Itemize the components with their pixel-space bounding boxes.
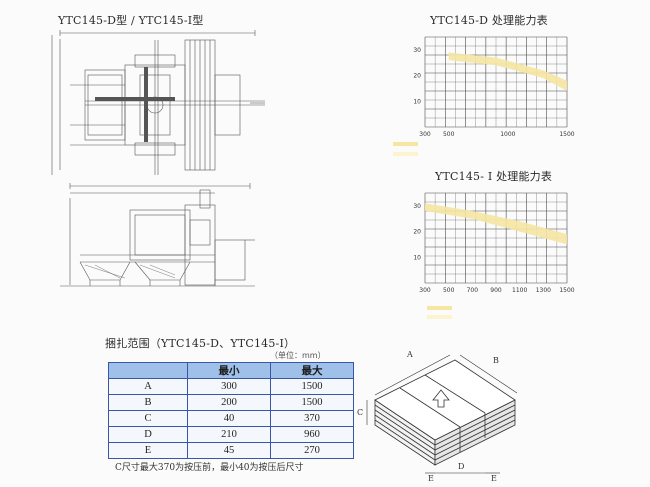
- spec-note: C尺寸最大370为按压前，最小40为按压后尺寸: [115, 463, 304, 473]
- table-row: B 200 1500: [108, 394, 354, 411]
- dim-label-e-2: E: [491, 474, 497, 483]
- y-tick-label: 10: [413, 98, 421, 105]
- row-label: E: [108, 442, 188, 459]
- row-max: 270: [270, 442, 354, 459]
- spec-header-min: 最小: [187, 362, 271, 379]
- chart-i-legend-swatch-2: [427, 315, 452, 319]
- x-tick-label: 500: [443, 287, 455, 294]
- x-tick-label: 300: [419, 131, 431, 138]
- x-tick-label: 1500: [559, 131, 574, 138]
- capacity-band: [448, 52, 567, 91]
- x-tick-label: 1000: [500, 131, 515, 138]
- dim-label-e-1: E: [428, 474, 434, 483]
- x-tick-label: 1100: [512, 287, 527, 294]
- y-tick-label: 30: [413, 47, 421, 54]
- table-row: E 45 270: [108, 442, 354, 459]
- dim-label-b: B: [493, 356, 499, 365]
- y-tick-label: 10: [413, 254, 421, 261]
- dim-label-c: C: [357, 408, 363, 417]
- chart-i-x-ticks: 300 500 700 900 1100 1300 1500: [419, 287, 575, 294]
- row-label: B: [108, 394, 188, 411]
- spec-table: 最小 最大 A 300 1500 B 200 1500 C 40 370 D 2…: [108, 362, 354, 459]
- row-max: 370: [270, 410, 354, 427]
- row-min: 200: [187, 394, 271, 411]
- spec-header-row: 最小 最大: [108, 362, 354, 379]
- machine-top-view-drawing: [51, 30, 265, 175]
- chart-i-title: YTC145- I 处理能力表: [435, 170, 553, 183]
- y-tick-label: 30: [413, 203, 421, 210]
- spec-unit: （单位：mm）: [270, 351, 326, 360]
- x-tick-label: 900: [490, 287, 502, 294]
- chart-d-title: YTC145-D 处理能力表: [430, 14, 548, 27]
- table-row: A 300 1500: [108, 378, 354, 395]
- machine-title: YTC145-D型 / YTC145-I型: [58, 14, 204, 27]
- spec-title: 捆扎范围（YTC145-D、YTC145-I）: [105, 337, 296, 350]
- x-tick-label: 300: [419, 287, 431, 294]
- chart-d-y-ticks: 30 20 10: [413, 47, 421, 105]
- capacity-band: [425, 203, 567, 245]
- chart-i: 300 500 700 900 1100 1300 1500 30 20 10: [413, 192, 575, 319]
- chart-d-grid: [424, 36, 568, 128]
- x-tick-label: 1300: [536, 287, 551, 294]
- chart-i-y-ticks: 30 20 10: [413, 203, 421, 261]
- chart-d: 300 500 1000 1500 30 20 10: [393, 36, 575, 156]
- row-label: A: [108, 378, 188, 395]
- table-row: C 40 370: [108, 410, 354, 427]
- row-max: 1500: [270, 378, 354, 395]
- dim-label-a: A: [406, 350, 413, 359]
- chart-d-band: [448, 52, 567, 91]
- y-tick-label: 20: [413, 73, 421, 80]
- table-row: D 210 960: [108, 426, 354, 443]
- chart-i-band: [425, 203, 567, 245]
- row-max: 1500: [270, 394, 354, 411]
- dim-label-d: D: [458, 462, 464, 471]
- chart-d-x-ticks: 300 500 1000 1500: [419, 131, 575, 138]
- chart-i-legend-swatch-1: [427, 306, 452, 310]
- row-min: 300: [187, 378, 271, 395]
- row-min: 40: [187, 410, 271, 427]
- bundle-diagram: A B C D E E: [357, 350, 518, 483]
- row-min: 45: [187, 442, 271, 459]
- x-tick-label: 500: [443, 131, 455, 138]
- x-tick-label: 1500: [559, 287, 574, 294]
- spec-header-max: 最大: [270, 362, 354, 379]
- machine-side-view-drawing: [60, 183, 255, 287]
- spec-header-corner: [108, 362, 188, 379]
- chart-d-legend-swatch-2: [393, 152, 418, 156]
- row-label: C: [108, 410, 188, 427]
- row-max: 960: [270, 426, 354, 443]
- row-label: D: [108, 426, 188, 443]
- y-tick-label: 20: [413, 229, 421, 236]
- row-min: 210: [187, 426, 271, 443]
- chart-d-legend-swatch-1: [393, 142, 418, 146]
- x-tick-label: 700: [467, 287, 479, 294]
